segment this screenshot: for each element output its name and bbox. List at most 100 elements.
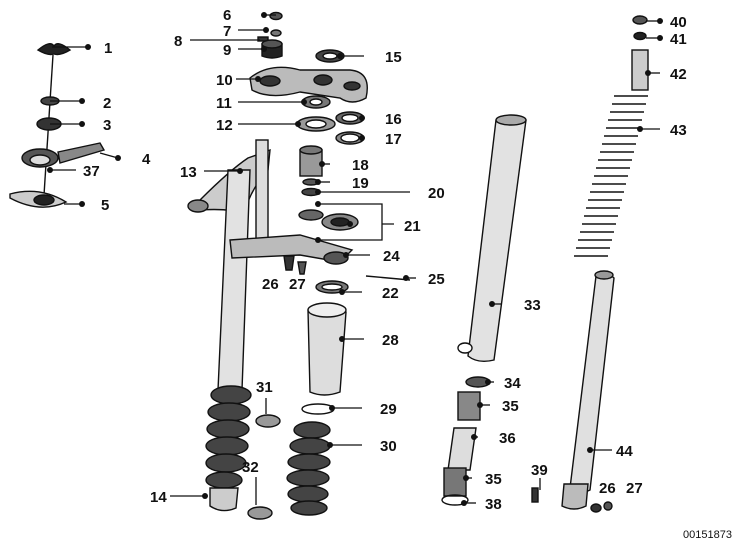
- callout-number: 43: [670, 122, 687, 139]
- spring-and-damper-tube: [531, 15, 649, 513]
- upper-fork-bridge: [249, 66, 368, 103]
- callout-number: 8: [174, 33, 182, 50]
- document-id: 00151873: [683, 529, 732, 541]
- callout-29: 29: [329, 401, 397, 418]
- leader-dot: [327, 442, 333, 448]
- callout-26-upper: 26: [262, 276, 279, 293]
- leader-dot: [329, 405, 335, 411]
- callout-number: 24: [383, 248, 400, 265]
- callout-39: 39: [531, 462, 548, 490]
- leader-dot: [255, 76, 261, 82]
- callout-number: 40: [670, 14, 687, 31]
- leader-dot: [359, 135, 365, 141]
- callout-40: 40: [646, 14, 687, 31]
- callout-number: 30: [380, 438, 397, 455]
- callout-17: 17: [359, 131, 402, 148]
- leader-dot: [237, 168, 243, 174]
- callout-number: 7: [223, 23, 231, 40]
- leader-dot: [337, 53, 343, 59]
- callout-26-lower: 26: [599, 480, 616, 497]
- callout-1: 1: [52, 40, 112, 57]
- callout-20: 20: [315, 185, 445, 202]
- callout-number: 37: [83, 163, 100, 180]
- callout-number: 6: [223, 7, 231, 24]
- callout-38: 38: [461, 496, 502, 513]
- leader-dot: [463, 475, 469, 481]
- callout-number: 27: [289, 276, 306, 293]
- callout-11: 11: [216, 95, 307, 112]
- callout-9: 9: [223, 42, 267, 59]
- callout-15: 15: [337, 49, 402, 66]
- callout-12: 12: [216, 117, 301, 134]
- leader-dot: [85, 44, 91, 50]
- callout-number: 18: [352, 157, 369, 174]
- callout-22: 22: [339, 285, 399, 302]
- callout-42: 42: [645, 66, 687, 83]
- leader-dot: [79, 121, 85, 127]
- leader-dot: [263, 27, 269, 33]
- callout-number: 16: [385, 111, 402, 128]
- callout-number: 44: [616, 443, 633, 460]
- callout-number: 25: [428, 271, 445, 288]
- callout-labels: 1 2 3 4 5 6 7 8: [47, 7, 687, 513]
- callout-number: 13: [180, 164, 197, 181]
- callout-number: 3: [103, 117, 111, 134]
- leader-dot: [315, 189, 321, 195]
- callout-number: 1: [104, 40, 112, 57]
- leader-dot: [315, 237, 321, 243]
- leader-dot: [315, 201, 321, 207]
- leader-dot: [637, 126, 643, 132]
- callout-number: 26: [262, 276, 279, 293]
- callout-number: 34: [504, 375, 521, 392]
- leader-dot: [477, 402, 483, 408]
- callout-number: 10: [216, 72, 233, 89]
- callout-number: 35: [502, 398, 519, 415]
- leader-dot: [79, 98, 85, 104]
- callout-number: 28: [382, 332, 399, 349]
- leader-dot: [79, 201, 85, 207]
- callout-number: 12: [216, 117, 233, 134]
- callout-3: 3: [50, 117, 111, 134]
- callout-number: 26: [599, 480, 616, 497]
- callout-number: 36: [499, 430, 516, 447]
- leader-dot: [471, 434, 477, 440]
- callout-27-upper: 27: [289, 276, 306, 293]
- callout-41: 41: [646, 31, 687, 48]
- callout-13: 13: [180, 164, 243, 181]
- leader-dot: [319, 161, 325, 167]
- leader-dot: [461, 500, 467, 506]
- callout-25: 25: [403, 271, 445, 288]
- callout-21: 21: [315, 201, 421, 243]
- callout-18: 18: [319, 157, 369, 174]
- leader-dot: [339, 289, 345, 295]
- callout-number: 21: [404, 218, 421, 235]
- leader-dot: [261, 46, 267, 52]
- callout-14: 14: [150, 489, 208, 506]
- callout-number: 31: [256, 379, 273, 396]
- callout-number: 4: [142, 151, 151, 168]
- left-fork-leg-with-lower-bridge: [187, 139, 354, 512]
- leader-dot: [47, 167, 53, 173]
- callout-35-upper: 35: [477, 398, 519, 415]
- leader-dot: [339, 336, 345, 342]
- leader-dot: [403, 275, 409, 281]
- leader-dot: [645, 70, 651, 76]
- callout-number: 42: [670, 66, 687, 83]
- callout-32: 32: [242, 459, 259, 505]
- leader-dot: [115, 155, 121, 161]
- callout-number: 33: [524, 297, 541, 314]
- callout-16: 16: [359, 111, 402, 128]
- callout-27-lower: 27: [626, 480, 643, 497]
- callout-43: 43: [637, 122, 687, 139]
- callout-2: 2: [50, 95, 111, 112]
- leader-dot: [359, 115, 365, 121]
- callout-number: 2: [103, 95, 111, 112]
- callout-7: 7: [223, 23, 269, 40]
- leader-dot: [657, 35, 663, 41]
- leader-dot: [315, 179, 321, 185]
- slider-tube-parts: [441, 114, 527, 506]
- callout-number: 17: [385, 131, 402, 148]
- leader-dot: [485, 379, 491, 385]
- callout-8: 8: [174, 33, 260, 50]
- callout-number: 11: [216, 95, 232, 112]
